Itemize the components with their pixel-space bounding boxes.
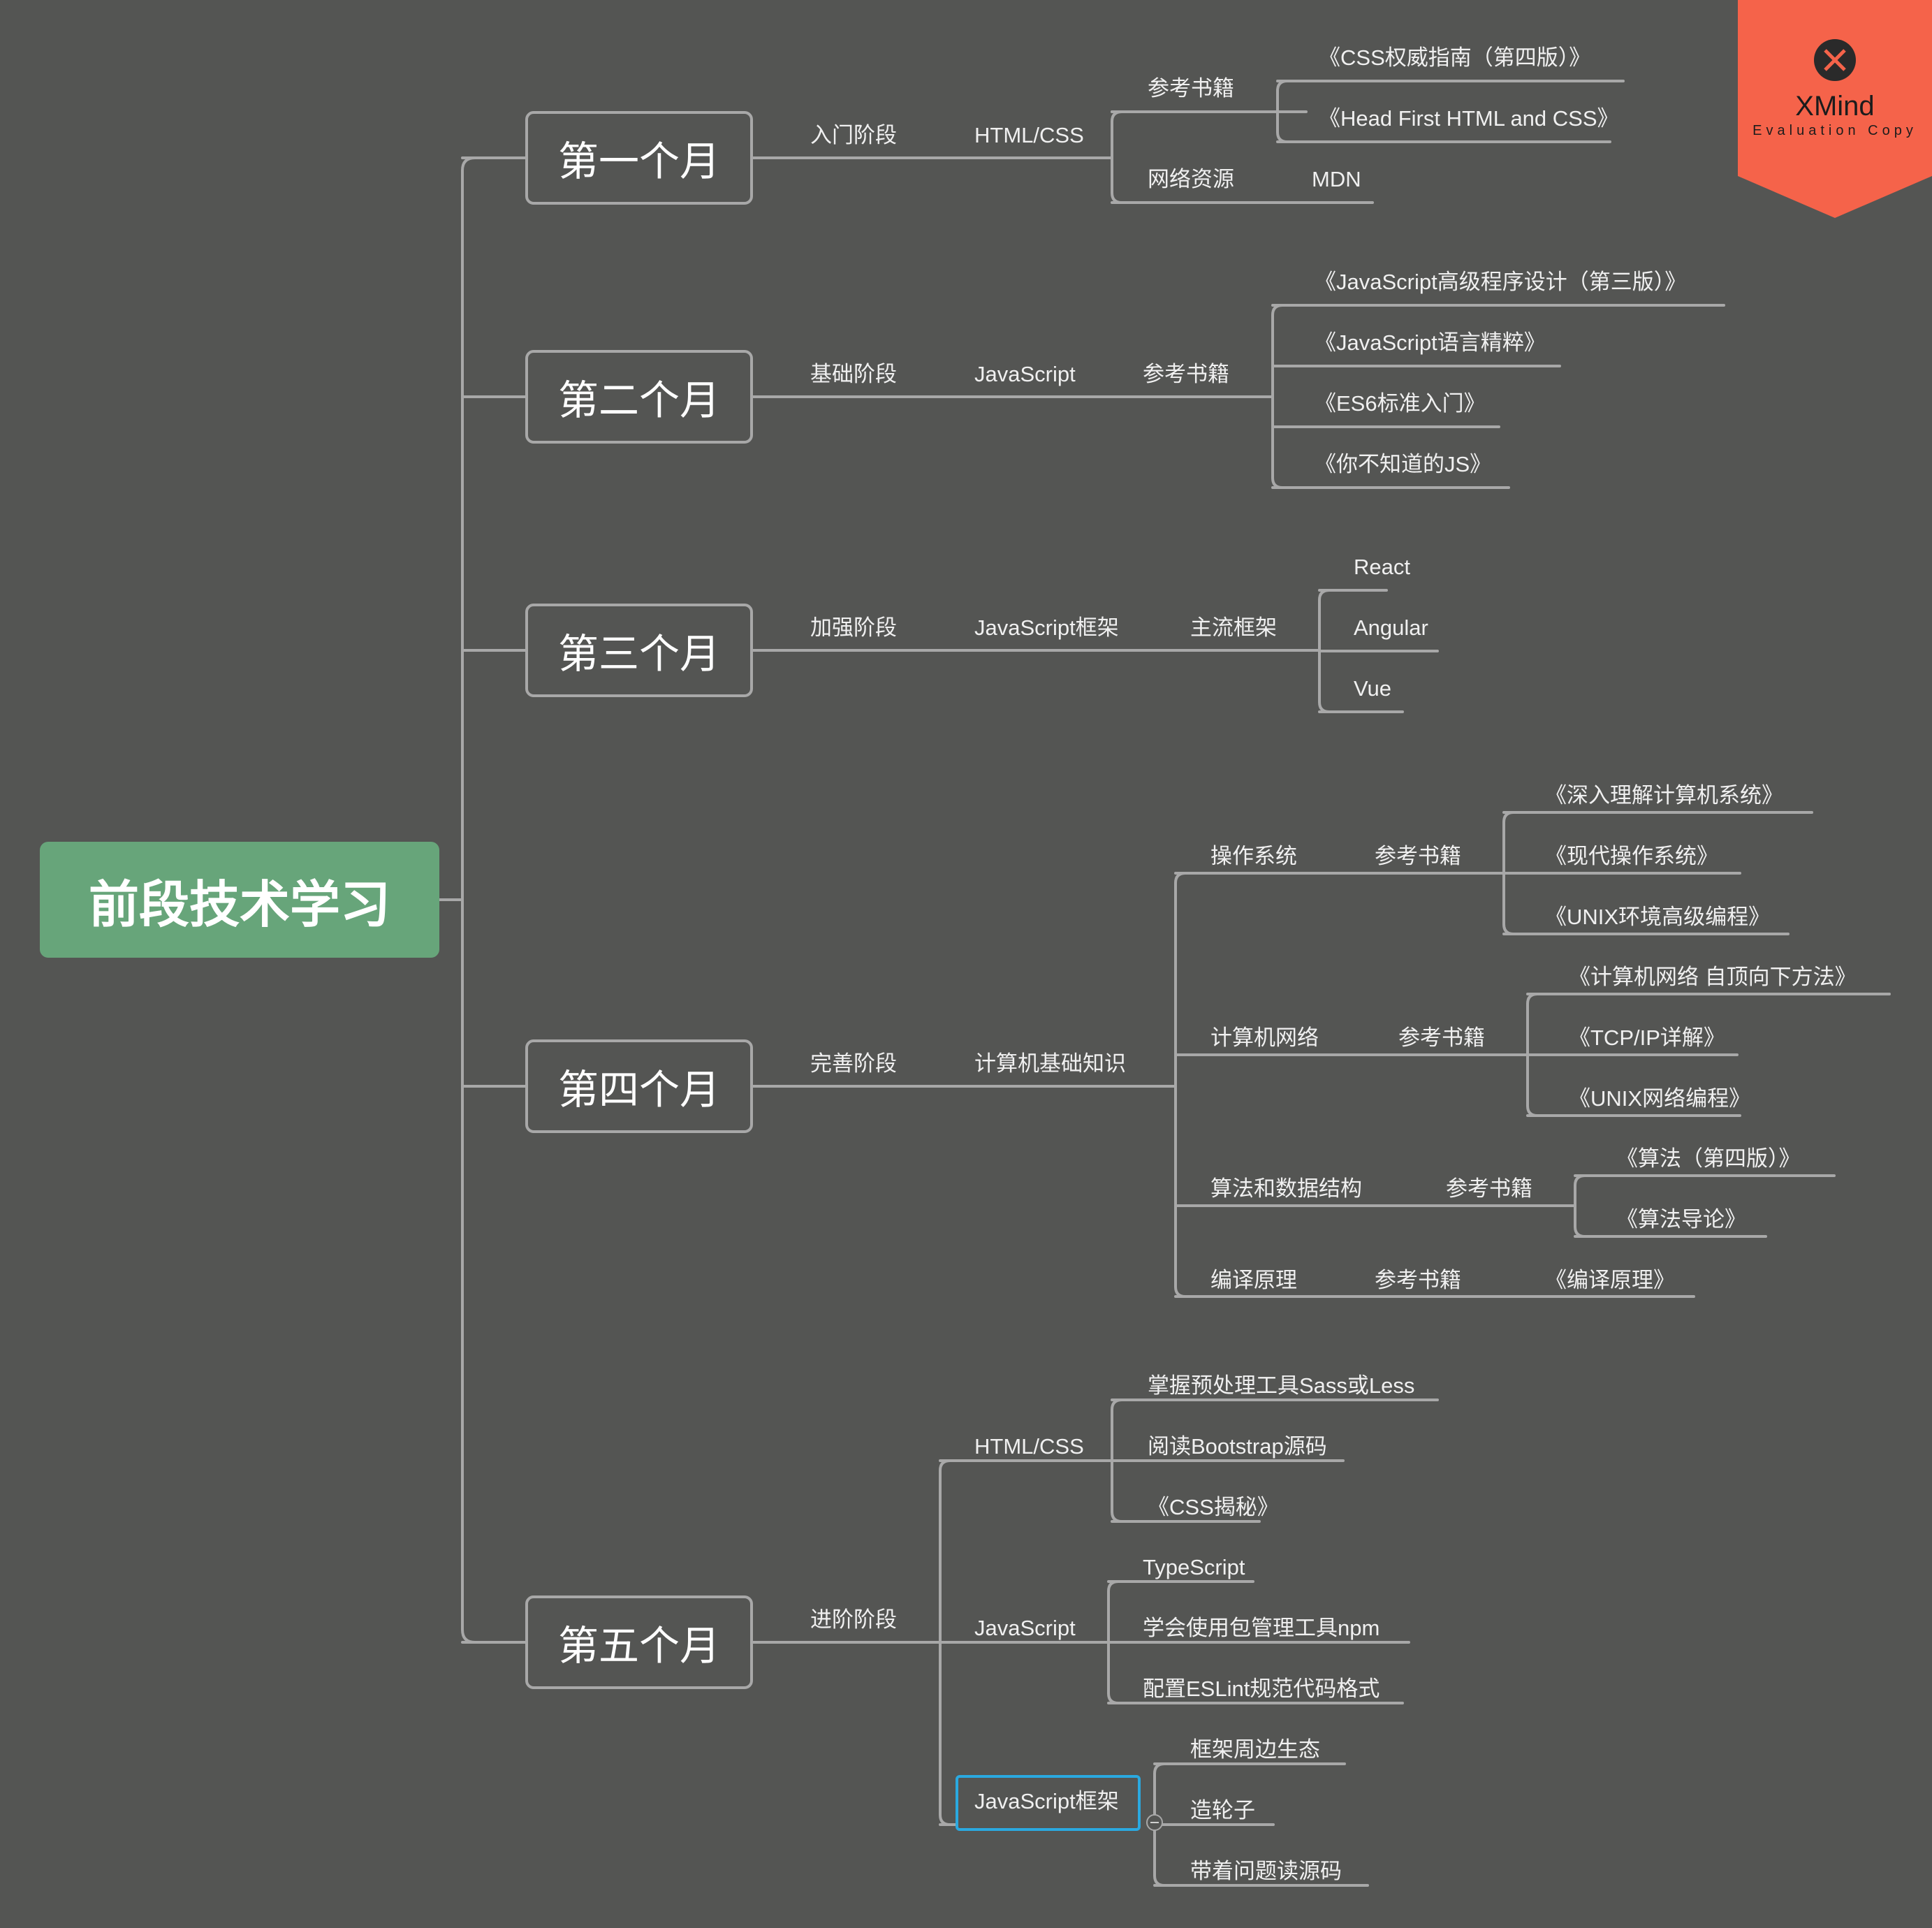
leaf-item[interactable]: Angular (1354, 615, 1428, 640)
connector-line (1111, 110, 1123, 123)
collapse-toggle-icon[interactable] (1146, 1814, 1163, 1831)
central-topic[interactable]: 前段技术学习 (40, 842, 439, 958)
topic-label[interactable]: JavaScript (974, 1616, 1076, 1640)
leaf-item[interactable]: 《你不知道的JS》 (1315, 452, 1492, 476)
leaf-item[interactable]: 框架周边生态 (1190, 1737, 1320, 1762)
connector-line (1271, 476, 1284, 489)
month-3-topic[interactable]: 第三个月 (525, 604, 753, 697)
leaf-item[interactable]: 学会使用包管理工具npm (1143, 1616, 1380, 1640)
connector-line (939, 1459, 951, 1472)
leaf-item[interactable]: 《现代操作系统》 (1545, 844, 1718, 868)
month-1-topic[interactable]: 第一个月 (525, 111, 753, 205)
subtopic-label[interactable]: 算法和数据结构 (1210, 1176, 1362, 1202)
group-label[interactable]: 参考书籍 (1398, 1025, 1485, 1051)
month-2-topic[interactable]: 第二个月 (525, 350, 753, 444)
leaf-item[interactable]: 《ES6标准入门》 (1315, 391, 1486, 416)
connector-line (1174, 872, 1187, 884)
leaf-item[interactable]: 《UNIX网络编程》 (1569, 1086, 1751, 1111)
leaf-item[interactable]: 造轮子 (1190, 1798, 1255, 1823)
leaf-item[interactable]: 《深入理解计算机系统》 (1545, 783, 1783, 808)
selected-topic-outline[interactable] (956, 1775, 1141, 1831)
leaf-item[interactable]: 《算法（第四版）》 (1616, 1146, 1801, 1171)
connector-line (1174, 1285, 1187, 1298)
connector-line (1318, 589, 1331, 601)
connector-line (461, 156, 476, 172)
leaf-item[interactable]: 《JavaScript语言精粹》 (1315, 330, 1546, 355)
stage-label[interactable]: 入门阶段 (810, 123, 897, 148)
connector-line (1107, 1580, 1120, 1593)
connector-line (1276, 80, 1289, 92)
connector-line (1153, 1762, 1166, 1775)
leaf-item[interactable]: React (1354, 555, 1410, 579)
topic-label[interactable]: HTML/CSS (974, 1434, 1084, 1459)
leaf-item[interactable]: 《CSS揭秘》 (1148, 1495, 1279, 1519)
connector-line (939, 1813, 951, 1826)
topic-label[interactable]: JavaScript (974, 362, 1076, 386)
leaf-item[interactable]: MDN (1312, 167, 1361, 191)
group-label[interactable]: 主流框架 (1190, 615, 1277, 641)
connector-line (1111, 191, 1123, 204)
month-5-topic[interactable]: 第五个月 (525, 1595, 753, 1689)
leaf-item[interactable]: 《Head First HTML and CSS》 (1319, 106, 1619, 131)
evaluation-copy-text: Evaluation Copy (1752, 123, 1917, 138)
group-label[interactable]: 参考书籍 (1148, 76, 1234, 101)
leaf-item[interactable]: 《UNIX环境高级编程》 (1545, 905, 1771, 929)
stage-label[interactable]: 加强阶段 (810, 615, 897, 641)
topic-label[interactable]: HTML/CSS (974, 123, 1084, 147)
leaf-item[interactable]: 《计算机网络 自顶向下方法》 (1569, 965, 1857, 989)
connector-line (1111, 1510, 1123, 1523)
connector-line (1318, 701, 1331, 713)
subtopic-label[interactable]: 计算机网络 (1210, 1025, 1319, 1051)
leaf-item[interactable]: 《算法导论》 (1616, 1207, 1746, 1232)
connector-line (1153, 1874, 1166, 1887)
evaluation-copy-badge (1738, 0, 1932, 218)
group-label[interactable]: 参考书籍 (1375, 844, 1461, 869)
group-label[interactable]: 参考书籍 (1446, 1176, 1532, 1202)
stage-label[interactable]: 基础阶段 (810, 362, 897, 387)
connector-line (1276, 131, 1289, 143)
leaf-item[interactable]: 《JavaScript高级程序设计（第三版）》 (1315, 270, 1687, 294)
topic-label[interactable]: 计算机基础知识 (974, 1051, 1126, 1076)
stage-label[interactable]: 进阶阶段 (810, 1607, 897, 1633)
leaf-item[interactable]: 《编译原理》 (1545, 1268, 1675, 1292)
leaf-item[interactable]: TypeScript (1143, 1555, 1245, 1579)
leaf-item[interactable]: 《CSS权威指南（第四版）》 (1319, 45, 1591, 70)
topic-label-selected[interactable]: JavaScript框架 (974, 1789, 1119, 1813)
connector-line (1107, 1692, 1120, 1704)
leaf-item[interactable]: 《TCP/IP详解》 (1569, 1025, 1725, 1050)
leaf-item[interactable]: 配置ESLint规范代码格式 (1143, 1677, 1380, 1701)
month-4-topic[interactable]: 第四个月 (525, 1039, 753, 1133)
group-label[interactable]: 参考书籍 (1375, 1268, 1461, 1293)
connector-line (1502, 811, 1515, 824)
leaf-item[interactable]: 阅读Bootstrap源码 (1148, 1434, 1327, 1459)
group-label[interactable]: 网络资源 (1148, 167, 1234, 192)
topic-label[interactable]: JavaScript框架 (974, 615, 1119, 640)
subtopic-label[interactable]: 编译原理 (1210, 1268, 1297, 1293)
leaf-item[interactable]: 掌握预处理工具Sass或Less (1148, 1373, 1415, 1398)
xmind-x-icon (1814, 39, 1856, 81)
stage-label[interactable]: 完善阶段 (810, 1051, 897, 1076)
connector-line (1111, 1398, 1123, 1411)
xmind-logo-text: XMind (1795, 91, 1875, 122)
connector-line (1502, 923, 1515, 935)
leaf-item[interactable]: 带着问题读源码 (1190, 1859, 1342, 1884)
connector-line (461, 1628, 476, 1644)
connector-line (1526, 993, 1539, 1005)
connector-line (1574, 1174, 1586, 1187)
connector-line (1271, 304, 1284, 316)
connector-line (1526, 1104, 1539, 1117)
group-label[interactable]: 参考书籍 (1143, 362, 1229, 387)
connector-line (1574, 1225, 1586, 1238)
leaf-item[interactable]: Vue (1354, 676, 1392, 701)
subtopic-label[interactable]: 操作系统 (1210, 844, 1297, 869)
